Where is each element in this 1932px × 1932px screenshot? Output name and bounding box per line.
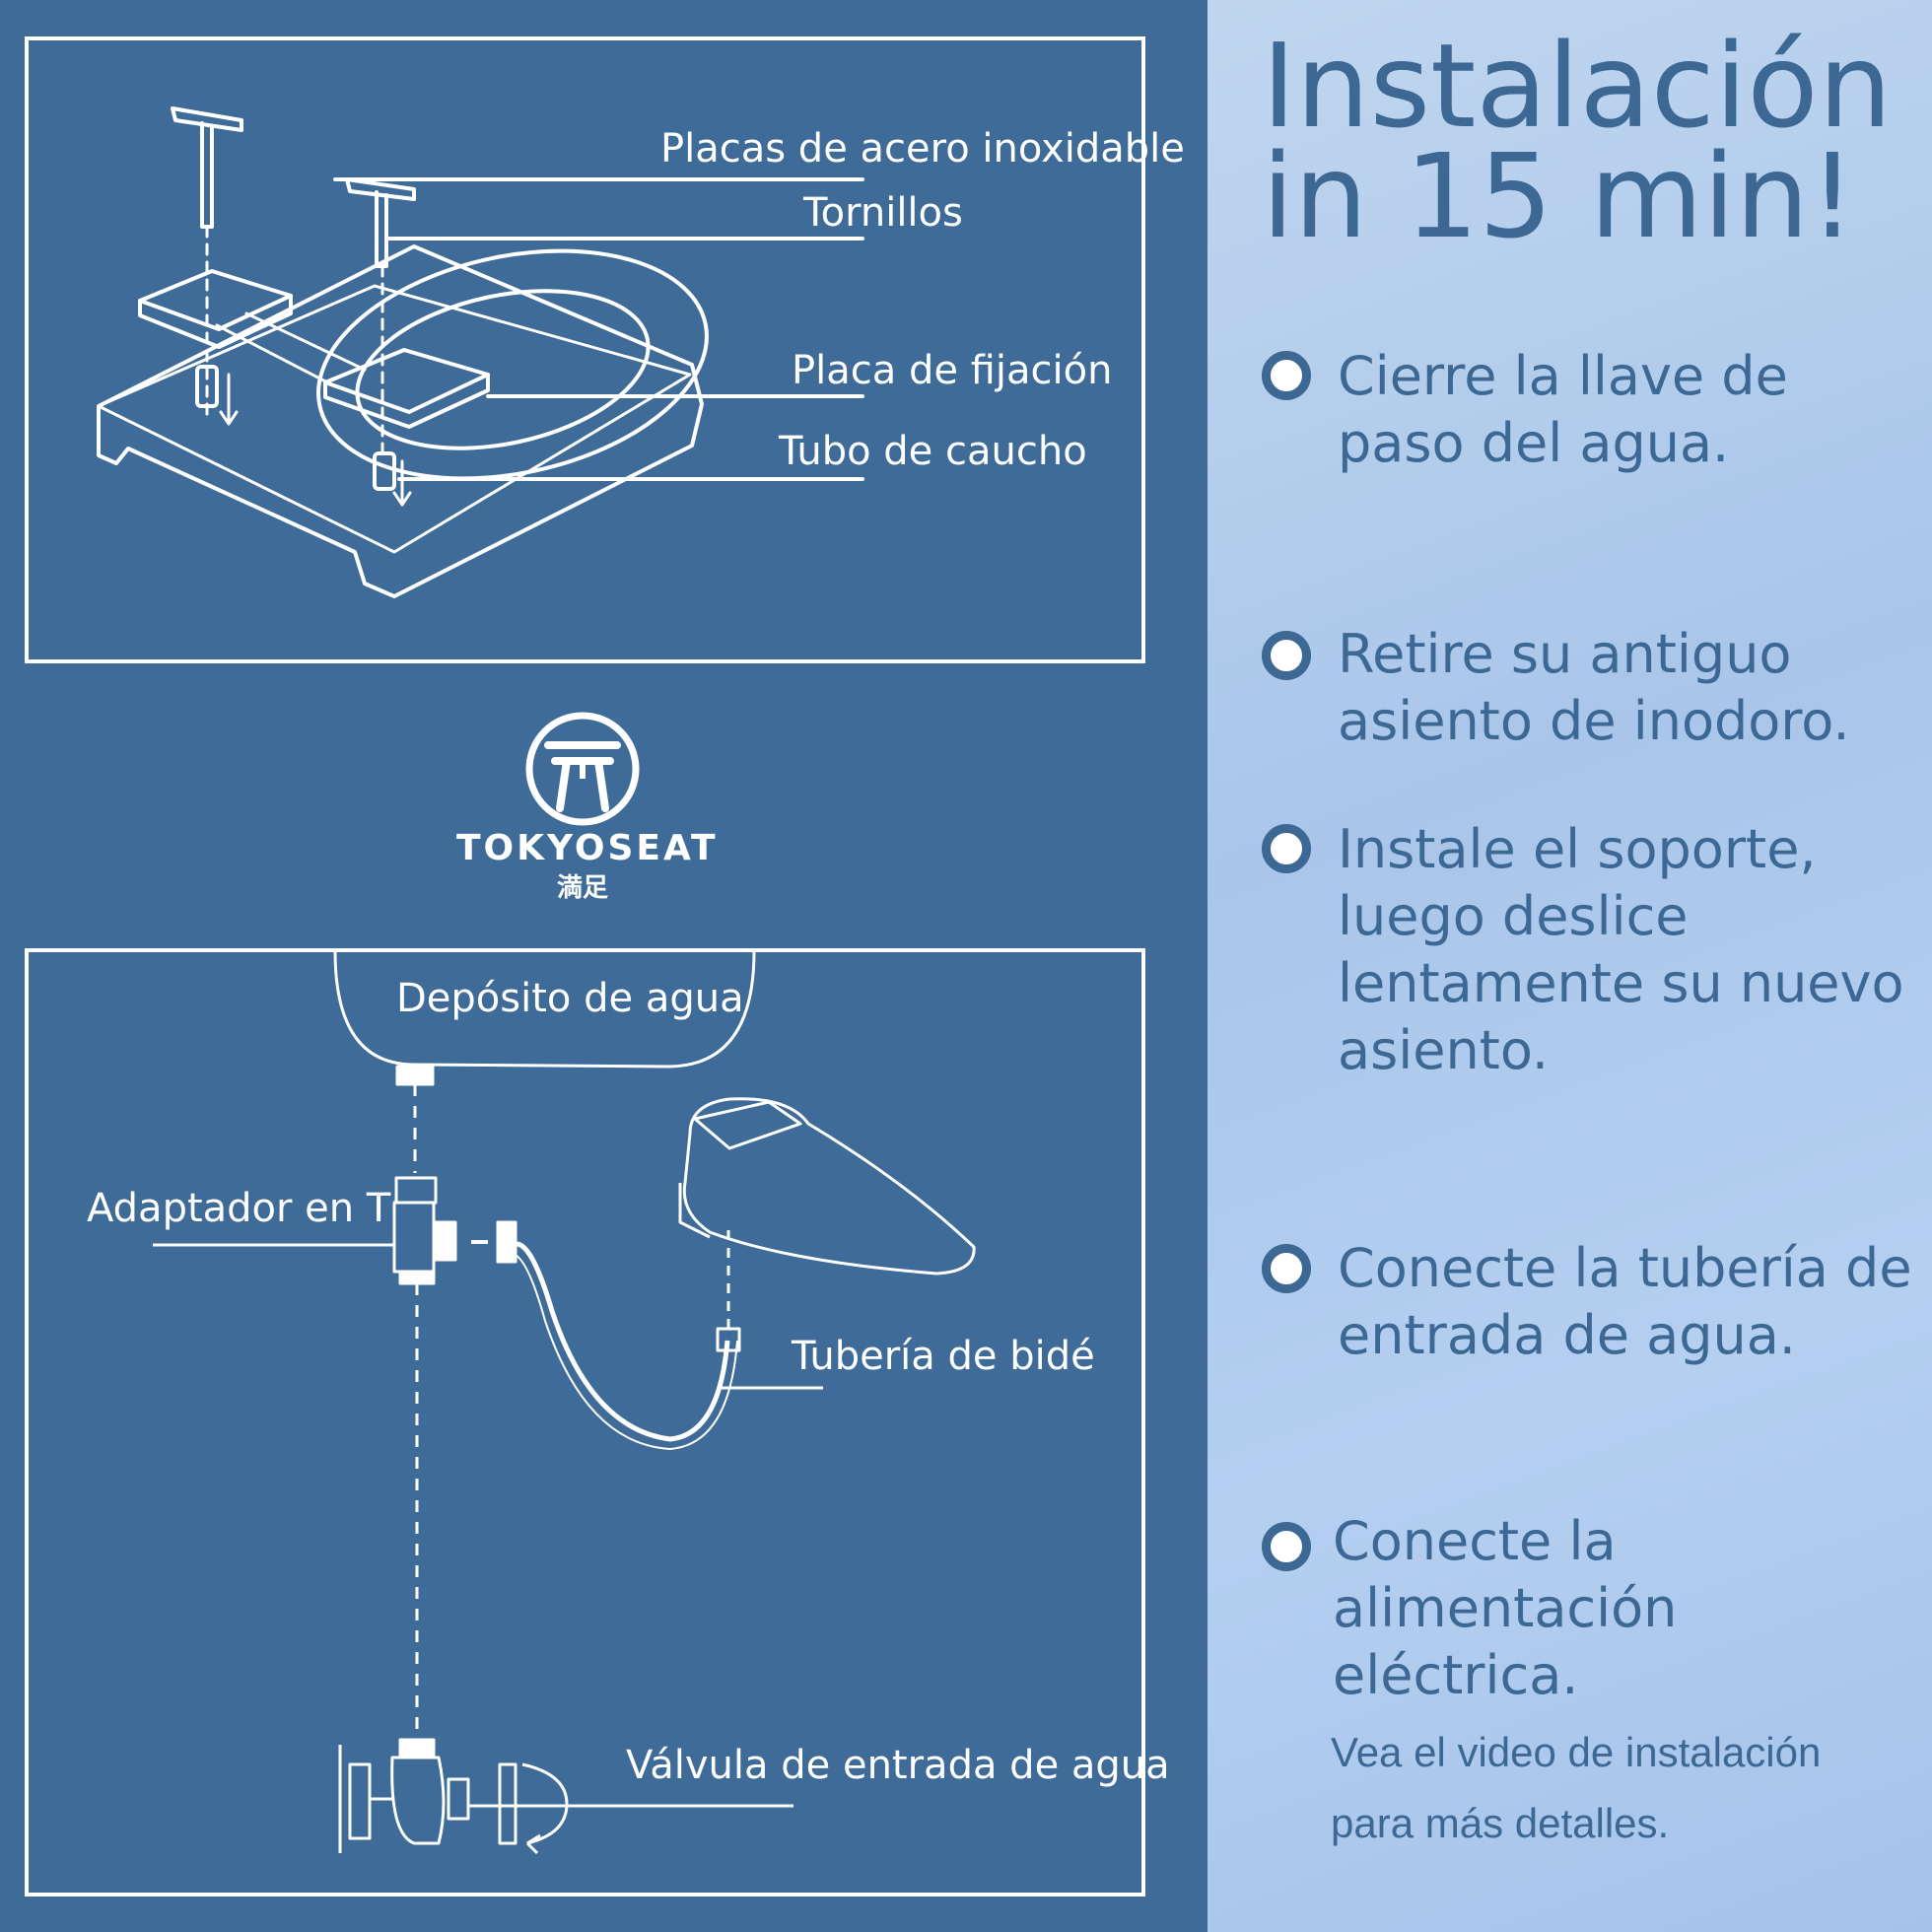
label-tee-adapter: Adaptador en T — [87, 1186, 391, 1231]
rubber-tube-right — [373, 451, 396, 491]
bidet-seat-body — [682, 1097, 976, 1276]
tokyoseat-logo-icon — [525, 712, 640, 826]
step-4-dot — [1262, 1244, 1311, 1293]
heading-line-2: in 15 min! — [1262, 128, 1856, 264]
brand-name: TOKYOSEAT — [456, 828, 719, 868]
step-2-dot — [1262, 631, 1311, 680]
toilet-base-top — [97, 284, 692, 554]
diagram-drawings — [97, 106, 976, 1855]
toilet-bowl-inner — [355, 289, 651, 450]
valve-stem — [447, 1777, 470, 1821]
screw-left-head — [171, 106, 243, 132]
tee-side — [432, 1220, 457, 1262]
right-panel — [1208, 0, 1932, 1932]
valve-handle-arc — [521, 1762, 569, 1845]
screw-right-head — [345, 177, 416, 201]
screw-left — [200, 121, 214, 229]
toilet-bowl-outer — [316, 248, 709, 481]
label-water-tank: Depósito de agua — [396, 976, 744, 1021]
plumbing-diagram — [25, 948, 1145, 1897]
arrow-left — [219, 373, 239, 426]
heading-line-1: Instalación — [1262, 18, 1893, 154]
brand-subtitle: 満足 — [556, 873, 608, 903]
bidet-seat-side — [678, 1183, 711, 1239]
label-mount-plate: Placa de fijación — [792, 348, 1113, 393]
hose-nut — [496, 1220, 518, 1264]
mount-plate-right-side — [323, 373, 490, 429]
label-plates: Placas de acero inoxidable — [660, 126, 1185, 172]
arrow-right — [392, 459, 412, 507]
rubber-tube-left — [195, 365, 219, 408]
toilet-base-outline — [97, 244, 704, 598]
bidet-hose-inner — [512, 1253, 738, 1450]
step-3-dot — [1262, 824, 1311, 873]
label-bidet-hose: Tubería de bidé — [792, 1334, 1095, 1379]
mount-bar — [215, 311, 367, 388]
label-rubber-tube: Tubo de caucho — [779, 429, 1087, 474]
valve-body — [390, 1756, 446, 1845]
step-4-text: Conecte la tubería de entrada de agua. — [1338, 1237, 1912, 1366]
step-1-text: Cierre la llave de paso del agua. — [1338, 345, 1788, 474]
step-2-text: Retire su antiguo asiento de inodoro. — [1338, 623, 1850, 752]
bidet-hose — [516, 1241, 730, 1442]
valve-handle-arrow — [525, 1833, 541, 1855]
mount-plate-left-side — [138, 294, 293, 349]
valve-handle — [498, 1762, 518, 1845]
label-inlet-valve: Válvula de entrada de agua — [626, 1743, 1170, 1788]
valve-wall-plate — [338, 1745, 372, 1853]
step-5-text: Conecte la alimentación eléctrica. — [1333, 1510, 1678, 1706]
video-note: Vea el video de instalación para más det… — [1331, 1729, 1822, 1846]
step-1-dot — [1262, 351, 1311, 400]
screw-right — [375, 190, 388, 268]
label-screws: Tornillos — [803, 190, 963, 236]
water-tank-outline — [333, 950, 756, 1069]
seat-mounting-diagram — [25, 36, 1145, 663]
step-5-dot — [1262, 1522, 1311, 1571]
bidet-seat-panel — [693, 1100, 802, 1150]
step-3-text: Instale el soporte, luego deslice lentam… — [1338, 818, 1904, 1081]
